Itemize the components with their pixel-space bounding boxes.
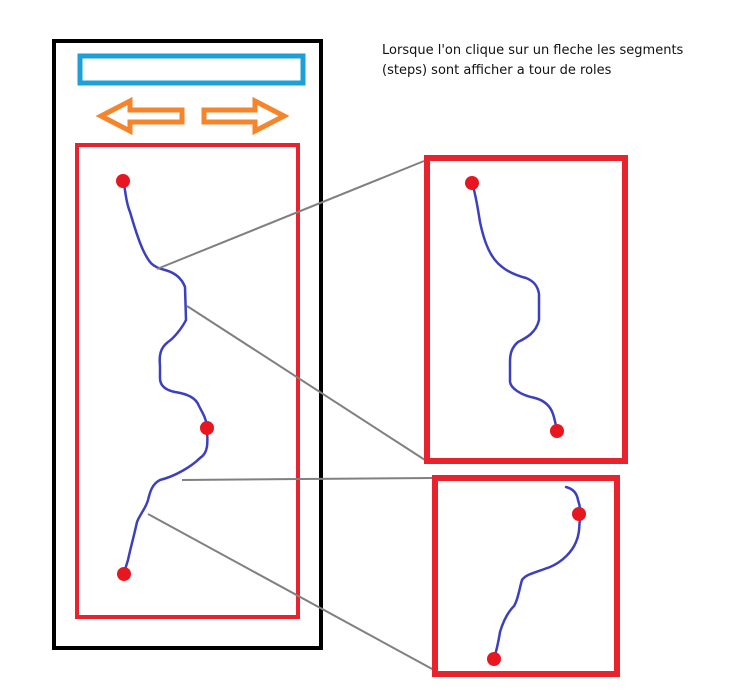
map-marker-icon[interactable] (117, 567, 131, 581)
step-1-map (424, 155, 628, 464)
map-marker-icon[interactable] (200, 421, 214, 435)
connector-line (186, 305, 426, 461)
step-2-map (432, 475, 620, 677)
right-arrow-icon[interactable] (201, 96, 290, 136)
map-marker-icon (465, 176, 479, 190)
step-1-route (470, 181, 559, 433)
connector-line (181, 477, 435, 481)
connector-line (147, 513, 435, 671)
main-map[interactable] (75, 143, 300, 619)
main-route (121, 179, 209, 576)
connector-line (156, 160, 425, 270)
search-bar[interactable] (77, 53, 306, 86)
annotation-note: Lorsque l'on clique sur un fleche les se… (382, 41, 712, 81)
map-marker-icon (550, 424, 564, 438)
map-marker-icon[interactable] (116, 174, 130, 188)
left-arrow-icon[interactable] (95, 96, 185, 136)
annotation-line-1: Lorsque l'on clique sur un fleche les se… (382, 43, 684, 58)
map-marker-icon (572, 507, 586, 521)
annotation-line-2: (steps) sont afficher a tour de roles (382, 63, 612, 78)
step-2-route (492, 485, 582, 661)
app-frame (52, 39, 323, 650)
map-marker-icon (487, 652, 501, 666)
